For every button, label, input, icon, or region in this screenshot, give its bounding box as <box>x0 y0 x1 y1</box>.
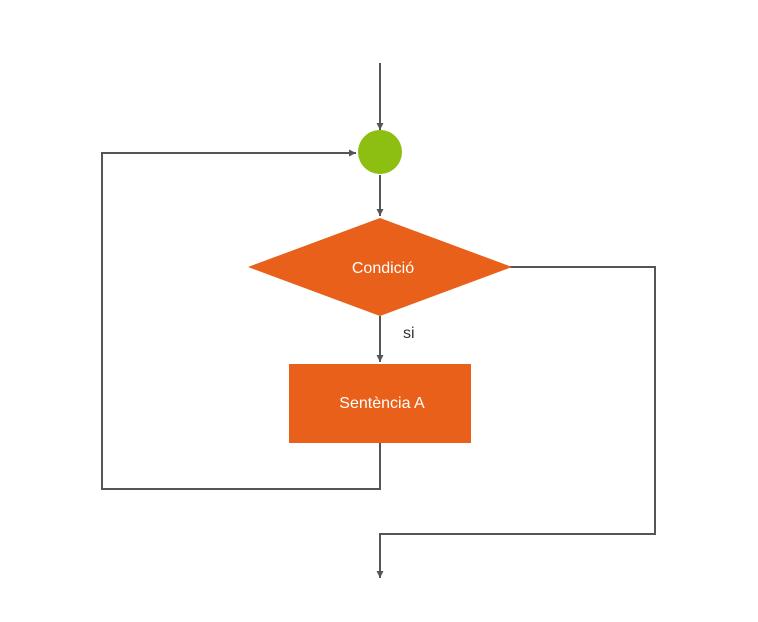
statement-node <box>289 364 471 443</box>
condition-label: Condició <box>352 260 414 277</box>
loop-back-arrow <box>101 149 381 490</box>
exit-arrow <box>376 266 656 578</box>
condition-node <box>248 218 512 316</box>
true-branch-label: si <box>403 325 415 342</box>
statement-label: Sentència A <box>339 395 425 412</box>
join-point-node <box>358 130 402 174</box>
